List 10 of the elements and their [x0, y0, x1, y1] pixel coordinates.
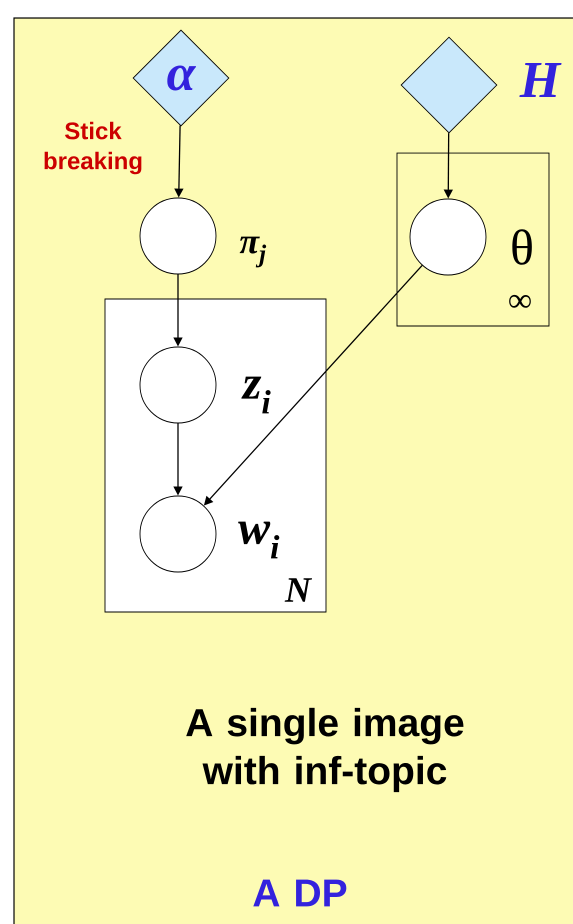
variable-label: w$_{i}$ [238, 522, 280, 558]
caption-text: A DP [253, 880, 346, 906]
variable-label: H [519, 63, 562, 98]
plate-label: ∞ [509, 294, 531, 308]
caption-text: A single image with inf-topic [186, 708, 464, 792]
variable-label: z$_{i}$ [241, 376, 271, 414]
variable-label: π$_{j}$ [240, 236, 266, 268]
plate-label: N [284, 578, 312, 602]
diamond-node: α [132, 30, 230, 126]
variable-label: θ [512, 229, 532, 265]
